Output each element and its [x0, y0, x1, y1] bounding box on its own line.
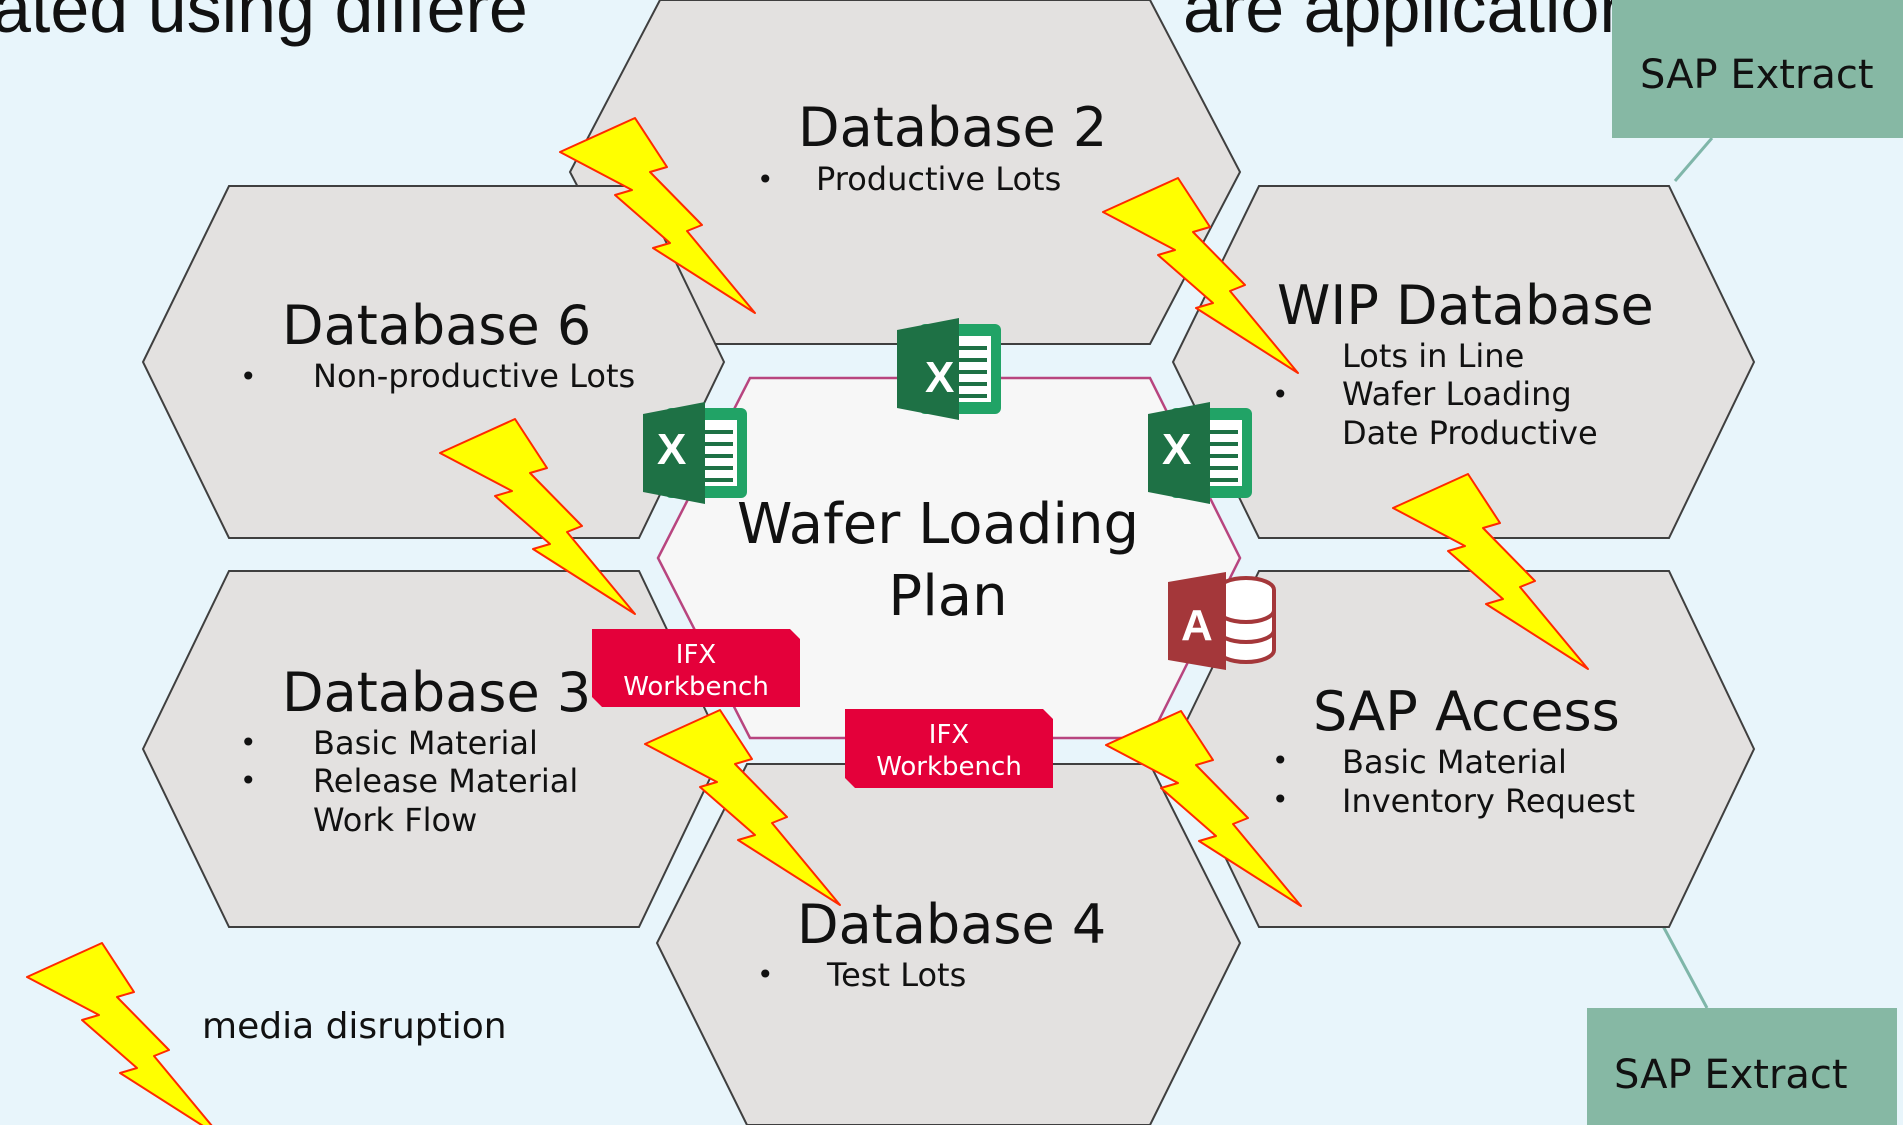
ifx-workbench-tag-left: IFX Workbench [592, 629, 800, 707]
sap-access-item: Basic Material [1342, 743, 1567, 781]
hexagon-wip-database [1171, 185, 1756, 539]
access-icon-letter: A [1181, 601, 1213, 650]
database3-item-multiline: Release Material Work Flow [313, 762, 588, 839]
database2-item: Productive Lots [816, 160, 1061, 198]
wip-database-item-line: Date Productive [1342, 414, 1598, 452]
hexagon-database3 [141, 570, 726, 928]
bullet: • [240, 360, 257, 393]
lightning-bolt-icon [559, 117, 756, 314]
bullet: • [240, 726, 257, 759]
center-label-line2: Plan [888, 564, 1007, 629]
database4-item: Test Lots [826, 956, 966, 994]
lightning-bolt-icon [1102, 177, 1299, 374]
sap-extract-top-box: SAP Extract [1612, 0, 1903, 138]
bullet: • [757, 958, 774, 991]
lightning-bolt-legend-icon [26, 942, 213, 1125]
bullet: • [1272, 744, 1289, 777]
bullet: • [240, 764, 257, 797]
database6-title: Database 6 [282, 294, 591, 357]
wip-database-title: WIP Database [1277, 274, 1654, 337]
excel-icon-letter: X [925, 353, 954, 402]
database3-item-line: Release Material [313, 762, 578, 800]
sap-access-item: Inventory Request [1342, 782, 1635, 820]
legend-label: media disruption [202, 1006, 507, 1047]
ifx-workbench-tag-center: IFX Workbench [845, 709, 1053, 788]
database3-title: Database 3 [282, 661, 591, 724]
center-label-line1: Wafer Loading [737, 492, 1139, 557]
lightning-bolt-icon [439, 418, 636, 615]
lightning-bolt-icon [644, 709, 841, 906]
lightning-bolt-icon [1392, 473, 1589, 670]
excel-icon-letter: X [657, 425, 686, 474]
sap-extract-bottom-label: SAP Extract [1614, 1052, 1848, 1098]
wip-database-item: Lots in Line [1342, 337, 1524, 375]
database3-item-line: Work Flow [313, 801, 477, 839]
excel-icon: X [895, 316, 1003, 422]
database6-item: Non-productive Lots [313, 357, 635, 395]
wip-database-item-multiline: Wafer Loading Date Productive [1342, 375, 1598, 452]
sap-access-title: SAP Access [1313, 680, 1620, 743]
database2-title: Database 2 [798, 96, 1107, 159]
ifx-workbench-left-line2: Workbench [623, 672, 769, 702]
excel-icon: X [641, 400, 749, 506]
hexagon-database2 [568, 0, 1242, 345]
slide-title-fragment-left: ated using differe [0, 0, 528, 47]
wip-database-item-line: Wafer Loading [1342, 375, 1572, 413]
ifx-workbench-left-line1: IFX [676, 640, 716, 670]
ifx-workbench-center-line2: Workbench [876, 752, 1022, 782]
database3-item: Basic Material [313, 724, 538, 762]
excel-icon: X [1146, 400, 1254, 506]
sap-extract-bottom-connector [1661, 925, 1709, 1009]
excel-icon-letter: X [1162, 425, 1191, 474]
access-icon: A [1168, 572, 1276, 670]
ifx-workbench-center-line1: IFX [929, 720, 969, 750]
bullet: • [757, 163, 774, 196]
bullet: • [1272, 378, 1289, 411]
slide-title-fragment-right: are applications [1183, 0, 1673, 47]
database4-title: Database 4 [797, 893, 1106, 956]
bullet: • [1272, 783, 1289, 816]
sap-extract-top-label: SAP Extract [1640, 52, 1874, 98]
sap-extract-top-connector [1673, 137, 1714, 182]
sap-extract-bottom-box: SAP Extract [1587, 1008, 1897, 1125]
lightning-bolt-icon [1105, 710, 1302, 907]
